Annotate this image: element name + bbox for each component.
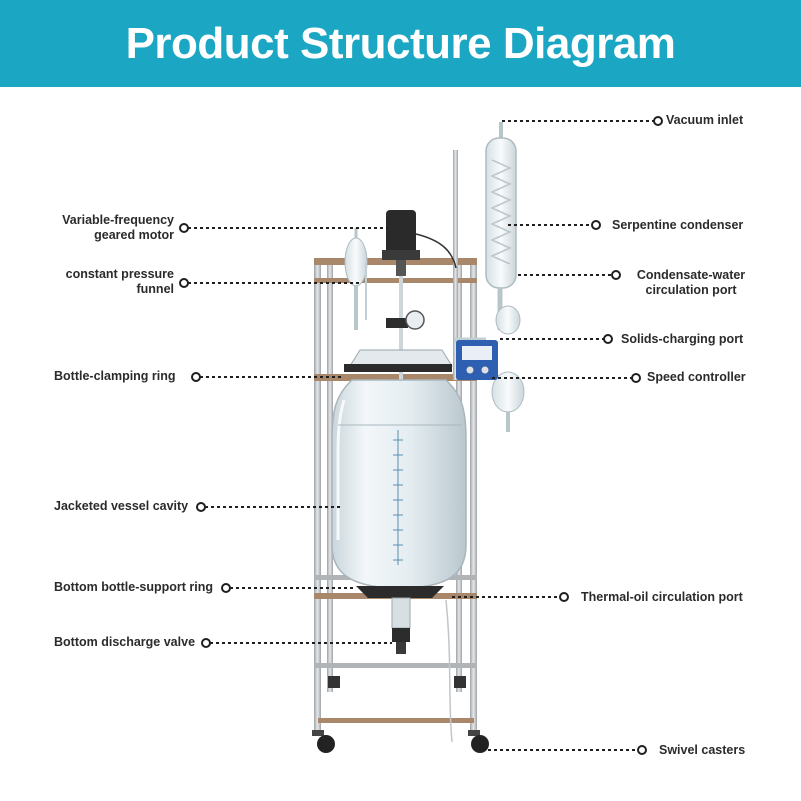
label-motor-line2: geared motor bbox=[94, 228, 174, 242]
label-funnel-line1: constant pressure bbox=[65, 267, 174, 281]
marker-discharge bbox=[201, 638, 211, 648]
frame-clamp-bar bbox=[314, 374, 477, 381]
marker-support-ring bbox=[221, 583, 231, 593]
jacketed-vessel-drawing bbox=[331, 379, 467, 589]
leader-markers bbox=[179, 116, 663, 755]
frame-bottom-bar bbox=[314, 663, 477, 668]
casters-drawing bbox=[312, 599, 489, 753]
label-vacuum-inlet: Vacuum inlet bbox=[666, 113, 744, 127]
marker-speed bbox=[631, 373, 641, 383]
marker-thermal-oil bbox=[559, 592, 569, 602]
label-funnel-line2: funnel bbox=[136, 282, 175, 296]
speed-controller-drawing bbox=[456, 340, 498, 380]
label-swivel-casters: Swivel casters bbox=[659, 743, 746, 757]
marker-vessel bbox=[196, 502, 206, 512]
pressure-funnel-drawing bbox=[344, 228, 368, 330]
marker-condenser bbox=[591, 220, 601, 230]
marker-vacuum-inlet bbox=[653, 116, 663, 126]
label-bottle-clamping-ring: Bottle-clamping ring bbox=[54, 369, 176, 383]
frame-post-left-inner bbox=[327, 262, 333, 692]
marker-clamping bbox=[191, 372, 201, 382]
label-bottom-discharge-valve: Bottom discharge valve bbox=[54, 635, 196, 649]
marker-casters bbox=[637, 745, 647, 755]
frame-mid-bar bbox=[314, 278, 477, 283]
label-jacketed-vessel-cavity: Jacketed vessel cavity bbox=[54, 499, 189, 513]
frame-top-bar bbox=[314, 258, 477, 265]
title-banner: Product Structure Diagram bbox=[0, 0, 801, 87]
page-title: Product Structure Diagram bbox=[125, 18, 676, 68]
label-motor-line1: Variable-frequency bbox=[62, 213, 174, 227]
label-funnel: constant pressure funnel bbox=[40, 267, 174, 297]
label-condensate: Condensate-water circulation port bbox=[626, 268, 756, 298]
frame-post-left bbox=[314, 262, 321, 732]
label-thermal-oil-port: Thermal-oil circulation port bbox=[581, 590, 743, 604]
label-serpentine-condenser: Serpentine condenser bbox=[612, 218, 744, 232]
marker-solids bbox=[603, 334, 613, 344]
label-condensate-line1: Condensate-water bbox=[636, 268, 746, 282]
frame-post-right bbox=[470, 262, 477, 732]
marker-condensate bbox=[611, 270, 621, 280]
marker-funnel bbox=[179, 278, 189, 288]
serpentine-condenser-drawing bbox=[454, 122, 525, 432]
label-condensate-line2: circulation port bbox=[645, 283, 737, 297]
marker-motor bbox=[179, 223, 189, 233]
leader-lines bbox=[188, 120, 654, 751]
label-bottom-support-ring: Bottom bottle-support ring bbox=[54, 580, 213, 594]
label-solids-charging-port: Solids-charging port bbox=[621, 332, 744, 346]
label-motor: Variable-frequency geared motor bbox=[40, 213, 174, 243]
frame-base-bar bbox=[318, 718, 474, 723]
bottom-valve-drawing bbox=[356, 586, 444, 654]
geared-motor-drawing bbox=[382, 210, 457, 276]
label-speed-controller: Speed controller bbox=[647, 370, 746, 384]
